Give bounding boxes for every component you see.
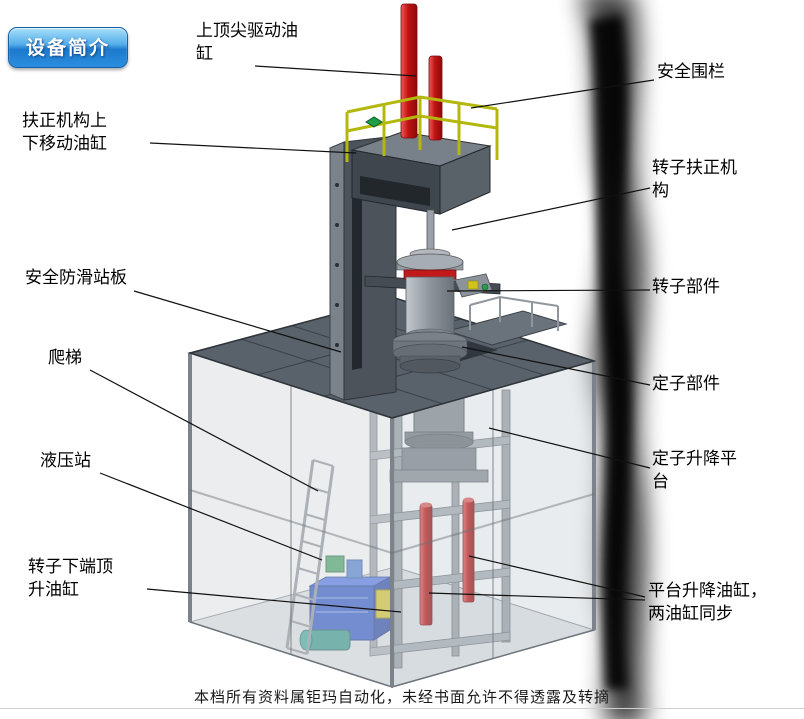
- callout-rotor-jack-cylinder: 转子下端顶 升油缸: [28, 557, 113, 599]
- callout-stator-lift-platform: 定子升降平 台: [652, 449, 737, 491]
- hydraulic-unit-shape: [299, 555, 393, 651]
- callout-platform-lift-cylinders: 平台升降油缸， 两油缸同步: [648, 581, 767, 623]
- rotor-assembly-shape: [392, 209, 468, 374]
- platform-lift-cylinders-shape: [419, 497, 475, 626]
- callout-centering-cylinder: 扶正机构上 下移动油缸: [22, 111, 107, 153]
- callout-stator-part: 定子部件: [652, 374, 720, 393]
- callout-rotor-centering: 转子扶正机 构: [652, 158, 737, 200]
- callout-top-cylinder: 上顶尖驱动油 缸: [196, 21, 298, 63]
- title-badge: 设备简介: [8, 27, 129, 68]
- head-assembly-shape: [350, 131, 492, 215]
- ladder-shape: [285, 459, 335, 655]
- callout-hydraulic-station: 液压站: [40, 451, 91, 470]
- copyright-notice: 本档所有资料属钜玛自动化，未经书面允许不得透露及转摘: [193, 689, 610, 706]
- callout-safety-fence: 安全围栏: [657, 62, 725, 81]
- bottom-divider: [0, 708, 804, 709]
- leader-lines: [89, 65, 655, 613]
- safety-fence-shape: [345, 95, 499, 162]
- callout-rotor-part: 转子部件: [652, 277, 720, 296]
- callout-ladder: 爬梯: [48, 348, 82, 367]
- ink-smudge: [581, 0, 648, 719]
- callout-antislip-platform: 安全防滑站板: [25, 268, 127, 287]
- enclosure-walls: [188, 351, 596, 689]
